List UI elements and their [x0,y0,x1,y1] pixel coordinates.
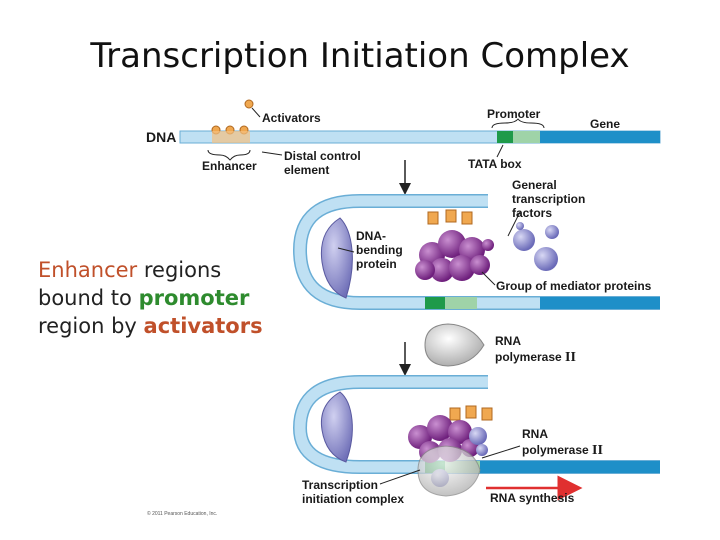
rna-polymerase-free [424,323,485,367]
tic-label-2: initiation complex [302,492,404,506]
tata-pointer [496,144,504,158]
rnapol1-label-2-word: polymerase [495,350,562,364]
dna-loop-middle [292,194,660,310]
bending-label-2: bending [356,243,403,257]
caption-enhancer: Enhancer [38,258,138,282]
activators-pointer [251,107,261,118]
activators-bottom [449,405,493,421]
gene-label: Gene [590,117,620,131]
distal-pointer [261,151,283,156]
rnapol2-pointer [481,445,521,459]
bending-label-3: protein [356,257,397,271]
rnapol2-label-2: polymerase II [522,443,603,458]
bending-label-1: DNA- [356,229,386,243]
general-transcription-factors [513,222,559,271]
tic-label-1: Transcription [302,478,378,492]
gtf-pointer [507,211,521,237]
rna-polymerase-bound [417,445,481,497]
slide-title: Transcription Initiation Complex [90,36,630,76]
dna-bending-protein-bottom [320,391,353,463]
gtf-label-3: factors [512,206,552,220]
activators-label: Activators [262,111,321,125]
gtf-label-2: transcription [512,192,585,206]
distal-label-1: Distal control [284,149,361,163]
caption-activators: activators [143,314,263,338]
rnapol1-label-2: polymerase II [495,350,576,365]
activators-top [211,99,254,143]
tata-label: TATA box [468,157,522,171]
promoter-brace [491,118,545,129]
rnapol1-label-1: RNA [495,334,521,348]
caption-text: Enhancer regions bound to promoter regio… [38,256,288,340]
dna-bending-protein [320,217,353,299]
tic-pointer [379,469,421,485]
mediator-pointer [481,271,496,286]
rnapol2-label-1: RNA [522,427,548,441]
caption-mid-1: regions bound to [38,258,222,310]
distal-label-2: element [284,163,329,177]
activators-middle [427,209,473,225]
mediator-label: Group of mediator proteins [496,279,652,293]
caption-mid-2: region by [38,314,144,338]
bending-pointer [337,247,355,253]
rnapol2-numeral: II [592,443,603,458]
dna-strand-top [179,130,661,144]
gtf-label-1: General [512,178,557,192]
copyright-credit: © 2011 Pearson Education, Inc. [147,510,217,517]
mediator-proteins [415,230,494,282]
enhancer-brace [207,149,251,161]
rna-synthesis-label: RNA synthesis [490,491,575,505]
rnapol1-numeral: II [565,350,576,365]
promoter-label: Promoter [487,107,541,121]
enhancer-label: Enhancer [202,159,257,173]
rnapol2-label-2-word: polymerase [522,443,589,457]
dna-label: DNA [146,129,176,145]
caption-promoter: promoter [138,286,250,310]
